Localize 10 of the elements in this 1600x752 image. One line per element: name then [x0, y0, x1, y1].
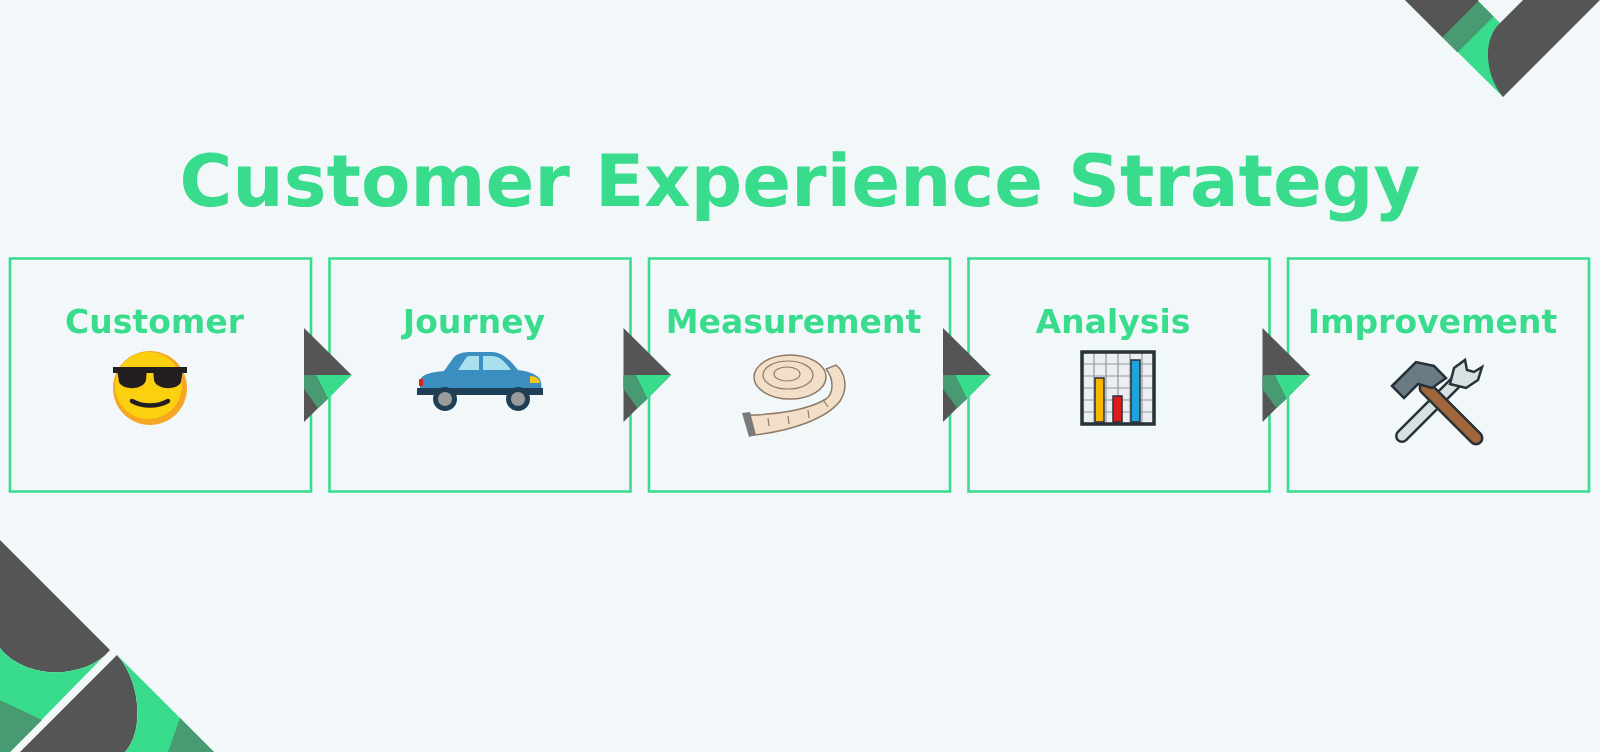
chevron-arrow — [1262, 328, 1310, 422]
step-box: Journey — [328, 257, 632, 493]
chevron-arrow — [943, 328, 991, 422]
title: Customer Experience Strategy — [183, 151, 1420, 222]
step-box: Customer — [8, 257, 313, 493]
chevron-arrow — [623, 328, 671, 422]
step-box: Measurement — [647, 257, 952, 493]
step-box: Improvement — [1286, 257, 1591, 493]
step-box: Analysis — [967, 257, 1271, 493]
chevron-arrow — [304, 328, 352, 422]
